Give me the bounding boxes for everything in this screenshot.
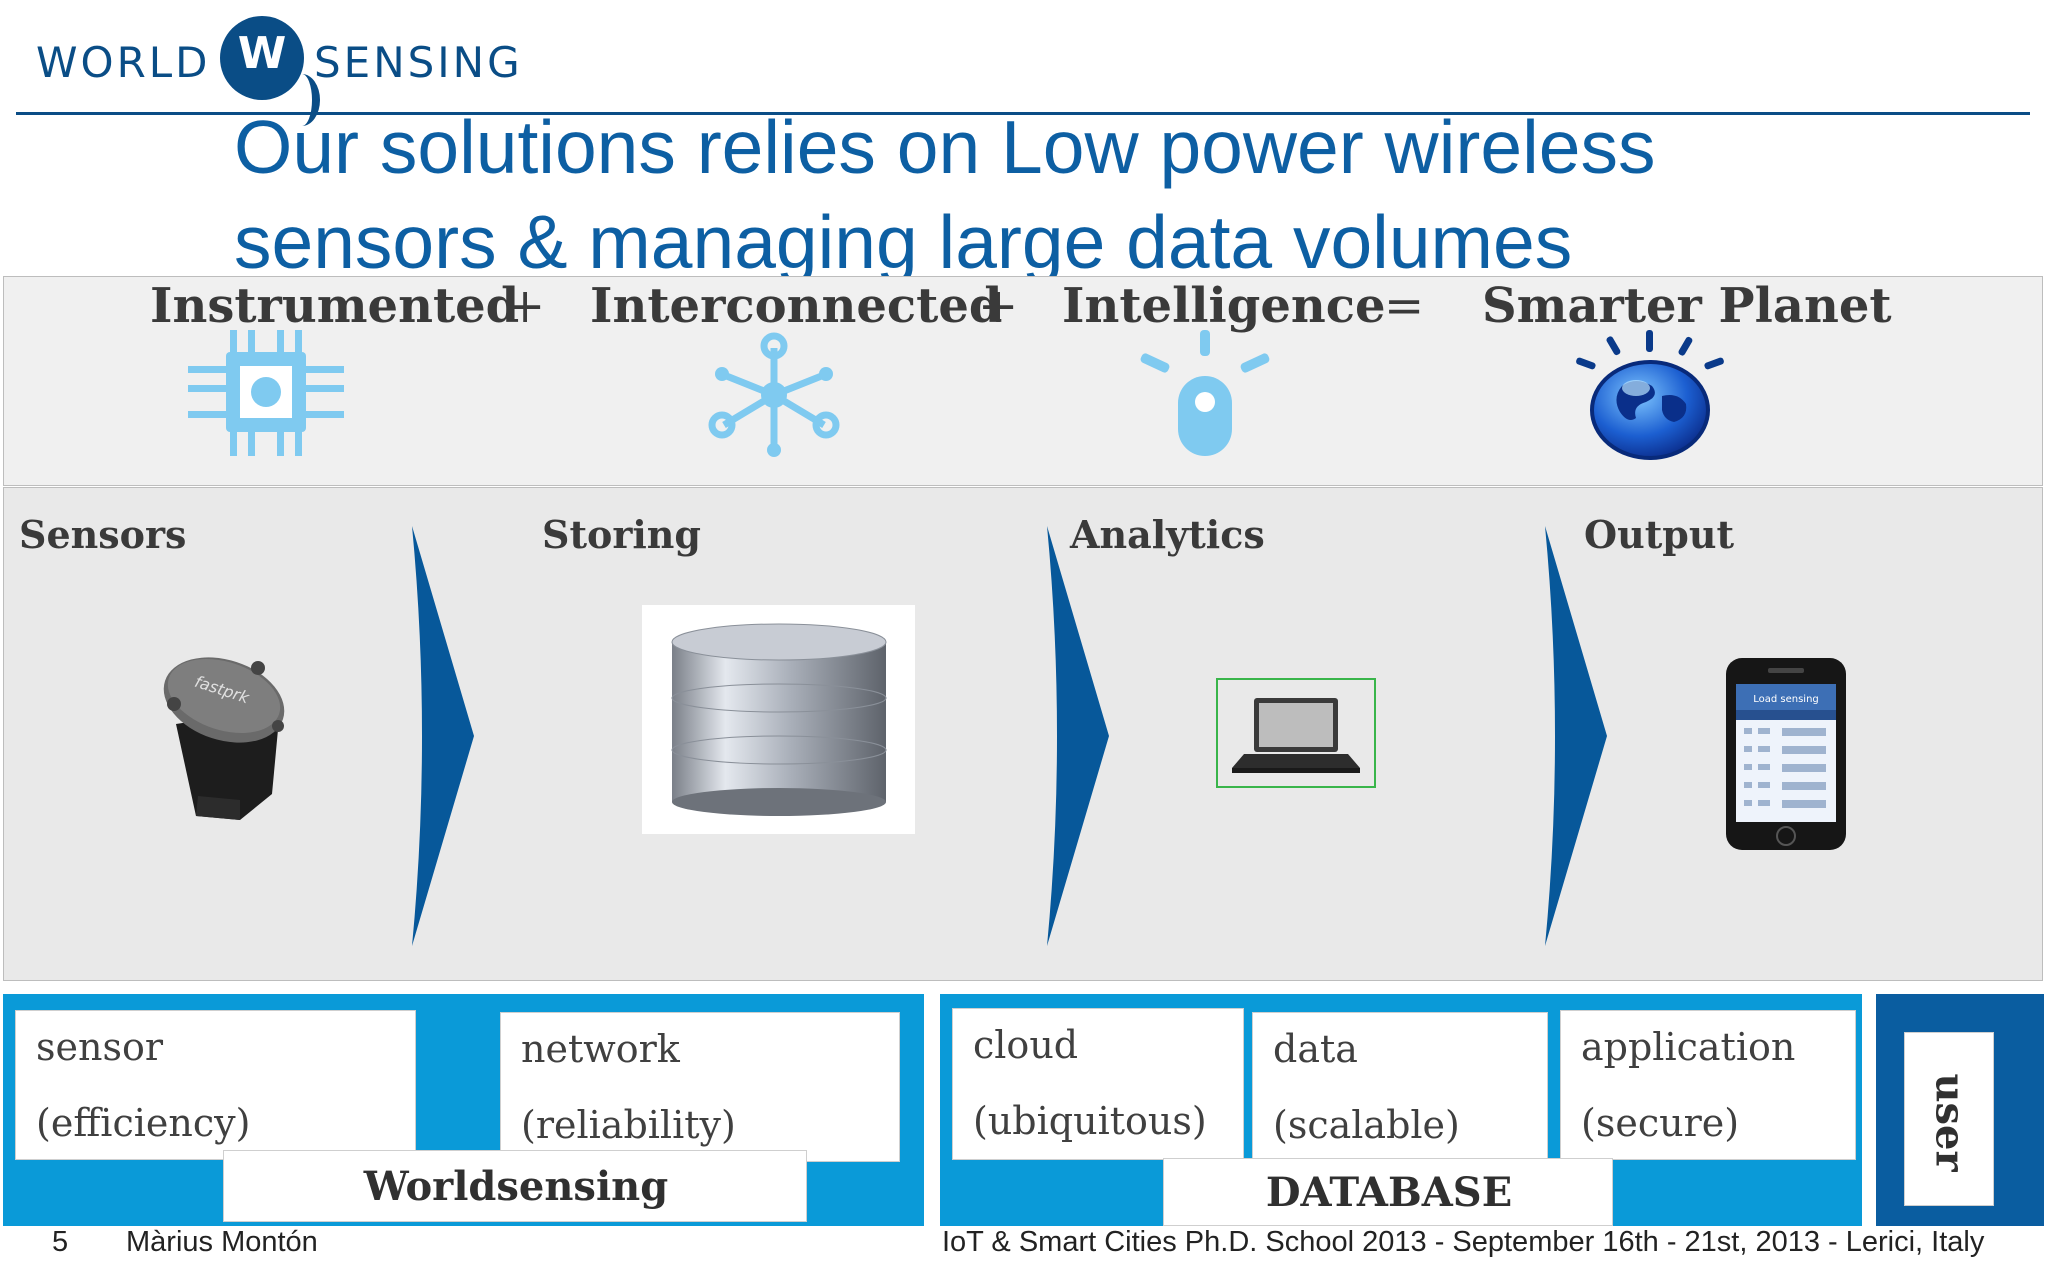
component-application: application (secure) <box>1560 1010 1856 1160</box>
database-label: DATABASE <box>1265 1169 1513 1216</box>
worldsensing-label-box: Worldsensing <box>223 1150 807 1222</box>
component-cloud-name: cloud <box>973 1023 1079 1067</box>
component-network-name: network <box>521 1027 680 1071</box>
equation-band <box>3 276 2043 486</box>
laptop-icon <box>1232 698 1360 773</box>
component-cloud-quality: (ubiquitous) <box>973 1099 1207 1143</box>
term-intelligence: Intelligence <box>1062 278 1386 334</box>
logo-word-right: SENSING <box>314 38 523 87</box>
component-data-quality: (scalable) <box>1273 1103 1460 1147</box>
logo-mark-letter: W <box>237 28 287 79</box>
parking-sensor-image: fastprk <box>163 657 285 820</box>
user-label: user <box>1926 1073 1974 1172</box>
stage-output: Output <box>1584 512 1735 557</box>
component-application-quality: (secure) <box>1581 1101 1740 1145</box>
worldsensing-label: Worldsensing <box>363 1163 669 1210</box>
user-label-box: user <box>1904 1032 1994 1206</box>
component-application-name: application <box>1581 1025 1796 1069</box>
flow-arrow-3 <box>1545 526 1607 946</box>
globe-icon <box>1576 330 1724 460</box>
header-rule <box>16 112 2030 115</box>
component-data-name: data <box>1273 1027 1358 1071</box>
flow-arrow-1 <box>412 526 474 946</box>
logo-word-left: WORLD <box>36 38 211 87</box>
logo-swoosh <box>284 74 320 126</box>
title-line-2: sensors & managing large data volumes <box>234 200 1573 284</box>
database-label-box: DATABASE <box>1163 1158 1613 1226</box>
operator-plus-1: + <box>505 278 546 334</box>
flow-arrow-2 <box>1047 526 1109 946</box>
title-line-1: Our solutions relies on Low power wirele… <box>234 105 1656 189</box>
operator-plus-2: + <box>978 278 1019 334</box>
lightbulb-icon <box>1140 330 1270 456</box>
component-sensor: sensor (efficiency) <box>15 1010 416 1160</box>
footer-author: Màrius Montón <box>126 1226 318 1258</box>
term-interconnected: Interconnected <box>590 278 1003 334</box>
chip-icon <box>188 330 344 456</box>
component-cloud: cloud (ubiquitous) <box>952 1008 1244 1160</box>
network-icon <box>708 332 840 457</box>
term-smarter-planet: Smarter Planet <box>1482 278 1892 334</box>
smartphone-image: Load sensing <box>1726 658 1846 850</box>
page-number: 5 <box>52 1226 69 1258</box>
term-instrumented: Instrumented <box>150 278 520 334</box>
laptop-image-frame <box>1216 678 1376 788</box>
component-sensor-name: sensor <box>36 1025 164 1069</box>
operator-equals: = <box>1384 278 1425 334</box>
stage-sensors: Sensors <box>19 512 187 557</box>
stage-analytics: Analytics <box>1070 512 1265 557</box>
component-data: data (scalable) <box>1252 1012 1548 1162</box>
database-icon <box>671 623 887 816</box>
footer-event: IoT & Smart Cities Ph.D. School 2013 - S… <box>942 1226 1985 1258</box>
slide-title: Our solutions relies on Low power wirele… <box>234 100 2014 290</box>
component-network-quality: (reliability) <box>521 1103 736 1147</box>
phone-app-title: Load sensing <box>1753 694 1819 705</box>
stage-storing: Storing <box>542 512 701 557</box>
worldsensing-logo: WORLD W SENSING <box>36 16 526 126</box>
component-sensor-quality: (efficiency) <box>36 1101 251 1145</box>
process-flow-band <box>3 487 2043 981</box>
component-network: network (reliability) <box>500 1012 900 1162</box>
